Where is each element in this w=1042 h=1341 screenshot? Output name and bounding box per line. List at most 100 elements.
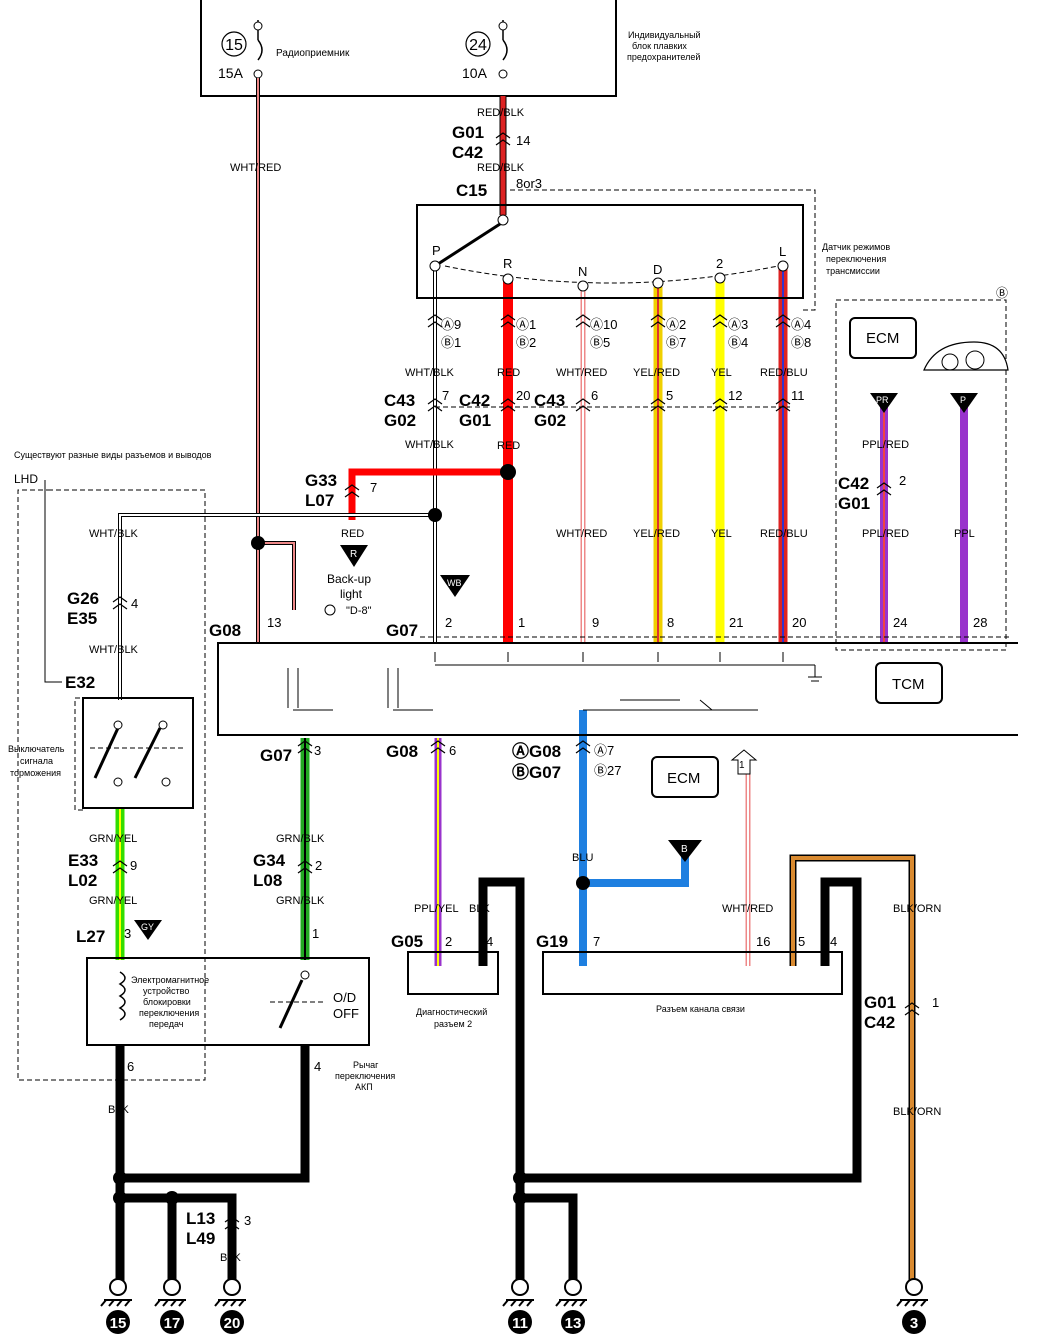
fuse-15-number: 15 bbox=[225, 37, 243, 54]
r-flag-icon bbox=[340, 545, 368, 567]
backup-label-1: Back-up bbox=[327, 572, 371, 586]
junction-dots bbox=[113, 464, 590, 1205]
wire-wht-red-3: WHT/RED bbox=[556, 528, 607, 540]
conn-c42-mid: C42 bbox=[459, 391, 490, 410]
conn-g08-top: G08 bbox=[209, 621, 241, 640]
ground-17: 17 bbox=[154, 1278, 186, 1334]
bulb-icon bbox=[324, 604, 336, 616]
conn-g19: G19 bbox=[536, 932, 568, 951]
pin-t1: 1 bbox=[518, 615, 525, 630]
conn-g34: G34 bbox=[253, 851, 286, 870]
wire-wht-blk-2: WHT/BLK bbox=[405, 439, 455, 451]
gy-flag-icon bbox=[134, 920, 162, 940]
wire-wht-blk-4: WHT/BLK bbox=[89, 644, 139, 656]
conn-l13: L13 bbox=[186, 1209, 215, 1228]
diag-title-2: разъем 2 bbox=[434, 1019, 472, 1029]
conn-g26: G26 bbox=[67, 589, 99, 608]
wb-flag-text: WB bbox=[447, 578, 462, 588]
pin-a7: Ⓐ7 bbox=[594, 743, 614, 758]
pin-t20: 20 bbox=[792, 615, 806, 630]
ground-15: 15 bbox=[100, 1278, 132, 1334]
pr-flag-icon bbox=[870, 393, 898, 413]
conn-l07: L07 bbox=[305, 491, 334, 510]
conn-l08: L08 bbox=[253, 871, 282, 890]
wire-red-blk-2: RED/BLK bbox=[477, 162, 525, 174]
switch-pos-d: D bbox=[653, 262, 662, 277]
b-flag-icon bbox=[668, 840, 702, 862]
ground-label: 20 bbox=[224, 1315, 241, 1332]
backup-label-2: light bbox=[340, 587, 363, 601]
wire-blk-orn-2: BLK/ORN bbox=[893, 1106, 941, 1118]
ground-label: 11 bbox=[512, 1315, 528, 1332]
ground-11: 11 bbox=[502, 1278, 534, 1334]
conn-c42-top: C42 bbox=[452, 143, 483, 162]
ground-label: 3 bbox=[910, 1315, 918, 1332]
brake-switch-body bbox=[82, 697, 194, 809]
lever-title-1: Рычаг bbox=[353, 1060, 379, 1070]
pin-g19-16: 16 bbox=[756, 934, 770, 949]
p-flag-icon bbox=[950, 393, 978, 413]
pin-sw-6: 6 bbox=[127, 1059, 134, 1074]
wire-grn-yel-2: GRN/YEL bbox=[89, 895, 137, 907]
pin-b7: Ⓑ7 bbox=[666, 335, 686, 350]
wire-red-blu-2: RED/BLU bbox=[760, 528, 808, 540]
conn-c15: C15 bbox=[456, 181, 487, 200]
ground-label: 15 bbox=[110, 1315, 127, 1332]
ground-points: 15 17 20 11 13 3 bbox=[100, 1278, 928, 1334]
conn-g02-a: G02 bbox=[384, 411, 416, 430]
wire-ppl-red-1: PPL/RED bbox=[862, 439, 909, 451]
ground-13: 13 bbox=[555, 1278, 587, 1334]
conn-g02-b: G02 bbox=[534, 411, 566, 430]
shift-lock-solenoid: Электромагнитное устройство блокировки п… bbox=[86, 957, 395, 1092]
option-b-mark: Ⓑ bbox=[996, 286, 1008, 300]
wire-wht-blk-1: WHT/BLK bbox=[405, 367, 455, 379]
pin-g05-4: 4 bbox=[486, 934, 493, 949]
ecm-module-icon-2 bbox=[651, 756, 719, 798]
wire-ppl-red-2: PPL/RED bbox=[862, 528, 909, 540]
pin-b4: Ⓑ4 bbox=[728, 335, 748, 350]
pin-b1: Ⓑ1 bbox=[441, 335, 461, 350]
fuse-block-title-1: Индивидуальный bbox=[628, 30, 701, 40]
brake-switch-title-1: Выключатель bbox=[8, 744, 65, 754]
switch-pos-l: L bbox=[779, 244, 786, 259]
instrument-cluster-icon bbox=[923, 341, 1009, 371]
wire-red-3: RED bbox=[341, 528, 364, 540]
wire-yel-2: YEL bbox=[711, 528, 732, 540]
pin-g08-6: 6 bbox=[449, 743, 456, 758]
wire-wht-red-1: WHT/RED bbox=[230, 162, 281, 174]
switch-pos-r: R bbox=[503, 256, 512, 271]
connector-labels: G01 C42 C15 C43 G02 C42 G01 C43 G02 G33 … bbox=[65, 123, 896, 1248]
wire-blk-orn-1: BLK/ORN bbox=[893, 903, 941, 915]
b-flag-text: B bbox=[681, 844, 688, 855]
tcm-icon bbox=[875, 662, 943, 704]
pin-g26-4: 4 bbox=[131, 596, 138, 611]
wire-grn-blk-2: GRN/BLK bbox=[276, 895, 325, 907]
pin-l27-3: 3 bbox=[124, 926, 131, 941]
wire-yel-red-2: YEL/RED bbox=[633, 528, 680, 540]
pin-a1: Ⓐ1 bbox=[516, 317, 536, 332]
r-flag-text: R bbox=[350, 549, 357, 560]
solenoid-title-5: передач bbox=[149, 1019, 184, 1029]
od-label: O/D bbox=[333, 990, 356, 1005]
pin-g19-4: 4 bbox=[830, 934, 837, 949]
pin-c20: 20 bbox=[516, 388, 530, 403]
solenoid-title-4: переключения bbox=[139, 1008, 199, 1018]
conn-c42-right: C42 bbox=[838, 474, 869, 493]
switch-pos-p: P bbox=[432, 243, 441, 258]
conn-g07-low: G07 bbox=[260, 746, 292, 765]
pin-t2: 2 bbox=[445, 615, 452, 630]
brake-switch-title-3: торможения bbox=[10, 768, 61, 778]
pin-a3: Ⓐ3 bbox=[728, 317, 748, 332]
pin-b27: Ⓑ27 bbox=[594, 763, 621, 778]
tcm-module: TCM bbox=[217, 636, 1018, 736]
pin-c12: 12 bbox=[728, 388, 742, 403]
pin-a10: Ⓐ10 bbox=[590, 317, 617, 332]
pin-b2: Ⓑ2 bbox=[516, 335, 536, 350]
pin-c6: 6 bbox=[591, 388, 598, 403]
transmission-range-sensor: P R N D 2 L Датчик режимов переключения … bbox=[416, 189, 890, 311]
fuse-block-title-2: блок плавких bbox=[632, 41, 687, 51]
conn-g07-top: G07 bbox=[386, 621, 418, 640]
switch-pos-2: 2 bbox=[716, 256, 723, 271]
fuse-block-title-3: предохранителей bbox=[627, 52, 700, 62]
